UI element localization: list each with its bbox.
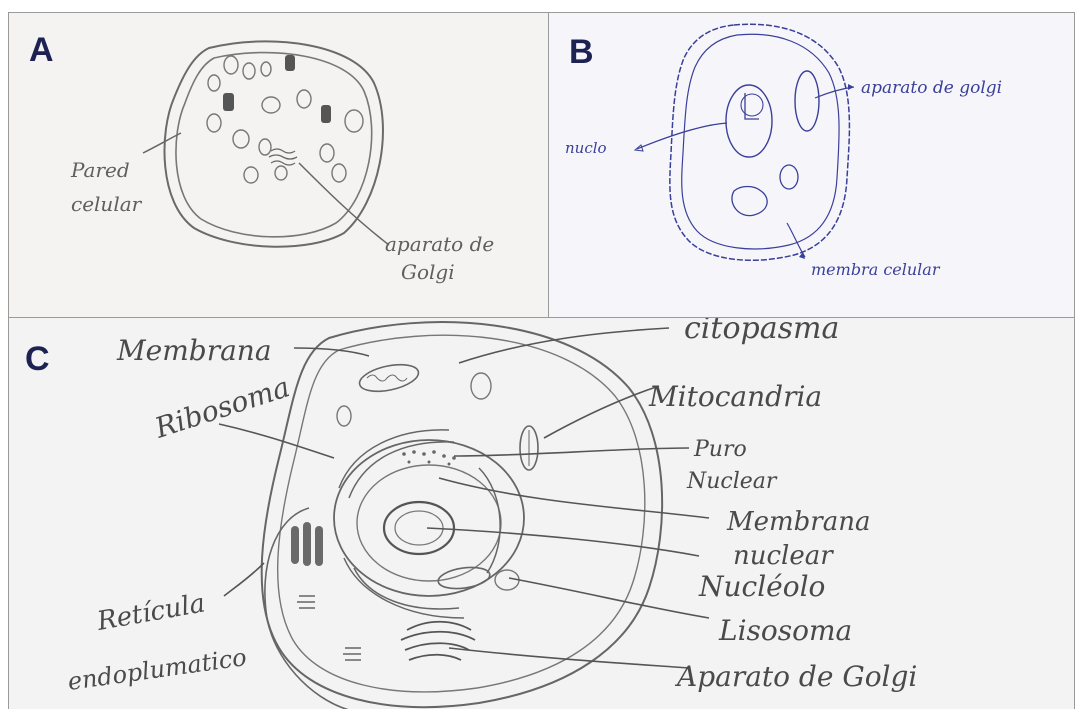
label-membrana: Membrana <box>116 334 272 367</box>
label-lisosoma: Lisosoma <box>718 614 852 647</box>
detailed-cell-drawing: Membrana citopasma Ribosoma Mitocandria … <box>9 318 1075 709</box>
nuclear-pores <box>402 450 456 465</box>
golgi-stack <box>401 622 475 660</box>
label-nucleolo: Nucléolo <box>698 570 825 603</box>
reticulum-stack <box>291 522 323 566</box>
endoplasmic-strands <box>339 430 500 618</box>
animal-cell-drawing: aparato de golgi nuclo membra celular <box>549 13 1075 318</box>
golgi-arrow <box>848 84 854 90</box>
golgi-body <box>795 71 819 131</box>
panel-a: A <box>8 12 549 318</box>
cell-membrane-inner <box>278 335 645 692</box>
label-golgi: Golgi <box>401 260 455 284</box>
label-membrana-nuclear-2: nuclear <box>733 541 834 571</box>
lysosome <box>732 187 767 216</box>
chloroplast-stacks <box>223 55 331 123</box>
lysosome-clusters <box>297 596 361 660</box>
nucleus <box>726 85 772 157</box>
label-mitocondria: Mitocandria <box>648 380 822 413</box>
cell-membrane-outline <box>176 53 372 237</box>
nucleo-leader-line <box>637 123 727 149</box>
panel-b: B aparato de golgi nuclo membra celular <box>548 12 1075 318</box>
panel-c: C <box>8 317 1075 709</box>
label-celular: celular <box>71 192 143 216</box>
small-vesicle <box>780 165 798 189</box>
label-reticulo-endoplasmatico: endoplumatico <box>66 643 248 696</box>
label-nuclo: nuclo <box>565 139 607 157</box>
label-membrana-nuclear-1: Membrana <box>726 507 870 537</box>
vesicles <box>337 373 519 590</box>
label-membra-celular: membra celular <box>811 260 941 279</box>
plant-cell-drawing: Pared celular aparato de Golgi <box>9 13 549 318</box>
label-aparato-de-golgi: Aparato de Golgi <box>674 660 917 693</box>
label-citoplasma: citopasma <box>684 318 839 346</box>
label-poro-nuclear: Nuclear <box>686 469 778 494</box>
label-aparato-de: aparato de <box>385 232 494 256</box>
nuclear-envelope-inner <box>357 465 501 581</box>
nucleolus-ring <box>741 94 763 116</box>
golgi-cluster <box>269 149 297 165</box>
cell-membrane-inner <box>682 34 839 249</box>
label-aparato-de-golgi: aparato de golgi <box>861 78 1002 98</box>
label-reticulo: Retícula <box>94 588 207 637</box>
label-pared: Pared <box>70 158 130 182</box>
label-ribosoma: Ribosoma <box>150 370 294 445</box>
label-poro: Puro <box>693 437 747 462</box>
